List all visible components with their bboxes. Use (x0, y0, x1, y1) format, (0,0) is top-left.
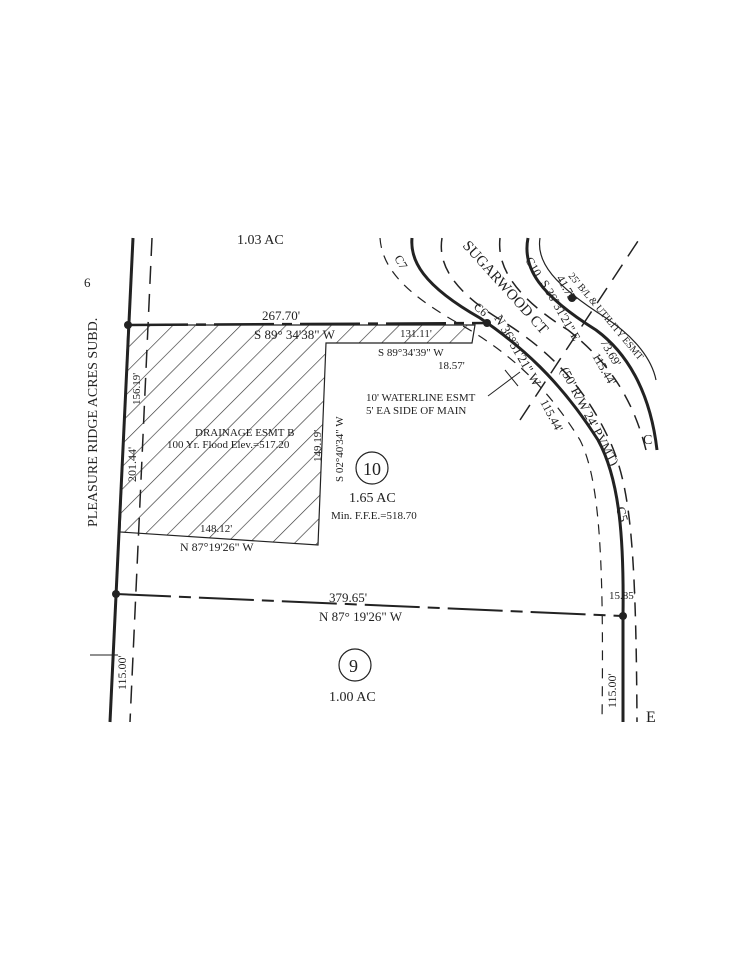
easement-line-west (379, 237, 604, 723)
utility-boundary-east (538, 237, 657, 381)
curve-c7: C7 (391, 253, 410, 272)
subdivision-label: PLEASURE RIDGE ACRES SUBD. (86, 318, 101, 527)
lot-line-9-10 (115, 593, 624, 617)
row-east-line (525, 237, 659, 451)
bearing-ds-south: N 87°19'26" W (180, 540, 254, 554)
row-tick (504, 369, 519, 387)
c-label: C (643, 433, 652, 448)
dist-11500-left: 115.00' (115, 655, 129, 690)
north-distance: 267.70' (262, 308, 300, 323)
dist-37965: 379.65' (329, 590, 367, 605)
lot9-circle (338, 648, 372, 682)
row-west-line (410, 237, 625, 722)
west-boundary (108, 237, 135, 723)
drainage-label: DRAINAGE ESMT B (195, 427, 294, 439)
north-boundary (127, 321, 488, 327)
utility-easement-line (519, 237, 641, 421)
dist-11500-right: 115.00' (605, 673, 619, 708)
dist-14919: 149.19' (312, 430, 324, 462)
lot-above-area: 1.03 AC (237, 233, 284, 248)
flood-elevation: 100 Yr. Flood Elev.=517.20 (167, 439, 290, 451)
dist-15619: 156.19' (131, 373, 143, 405)
bearing-east-ds: S 02°40'34" W (334, 416, 346, 482)
north-bearing: S 89° 34'38" W (254, 327, 336, 342)
curve-c10: C10 (522, 255, 544, 279)
curve-c5: C5 (613, 505, 631, 524)
seg-1857: 18.57' (438, 360, 465, 372)
lot10-circle (355, 451, 389, 485)
waterline-label-2: 5' EA SIDE OF MAIN (366, 405, 466, 417)
dist-1585: 15.85' (609, 590, 636, 602)
lot10-number: 10 (363, 459, 381, 479)
lot-number-left: 6 (84, 275, 91, 290)
waterline-leader (487, 371, 521, 397)
dist-20144: 201.44' (125, 447, 139, 482)
corner-sw (112, 590, 120, 598)
dist-14812: 148.12' (200, 523, 232, 535)
lot9-area: 1.00 AC (329, 690, 376, 705)
pavement-east (498, 237, 647, 451)
north-bearing-2: S 89°34'39" W (378, 347, 444, 359)
north-distance-2: 131.11' (400, 328, 432, 340)
lot10-ffe: Min. F.F.E.=518.70 (331, 510, 417, 522)
west-setback-line (129, 237, 153, 723)
waterline-label-1: 10' WATERLINE ESMT (366, 392, 476, 404)
pavement-west (440, 237, 638, 723)
corner-nw (124, 321, 132, 329)
curve-c6: C6 (471, 300, 491, 320)
dist-11544b: 115.44' (537, 397, 566, 434)
lot9-number: 9 (349, 656, 358, 676)
lot10-area: 1.65 AC (349, 491, 396, 506)
bearing-south: N 87° 19'26" W (319, 609, 403, 624)
e-label: E (646, 709, 656, 726)
